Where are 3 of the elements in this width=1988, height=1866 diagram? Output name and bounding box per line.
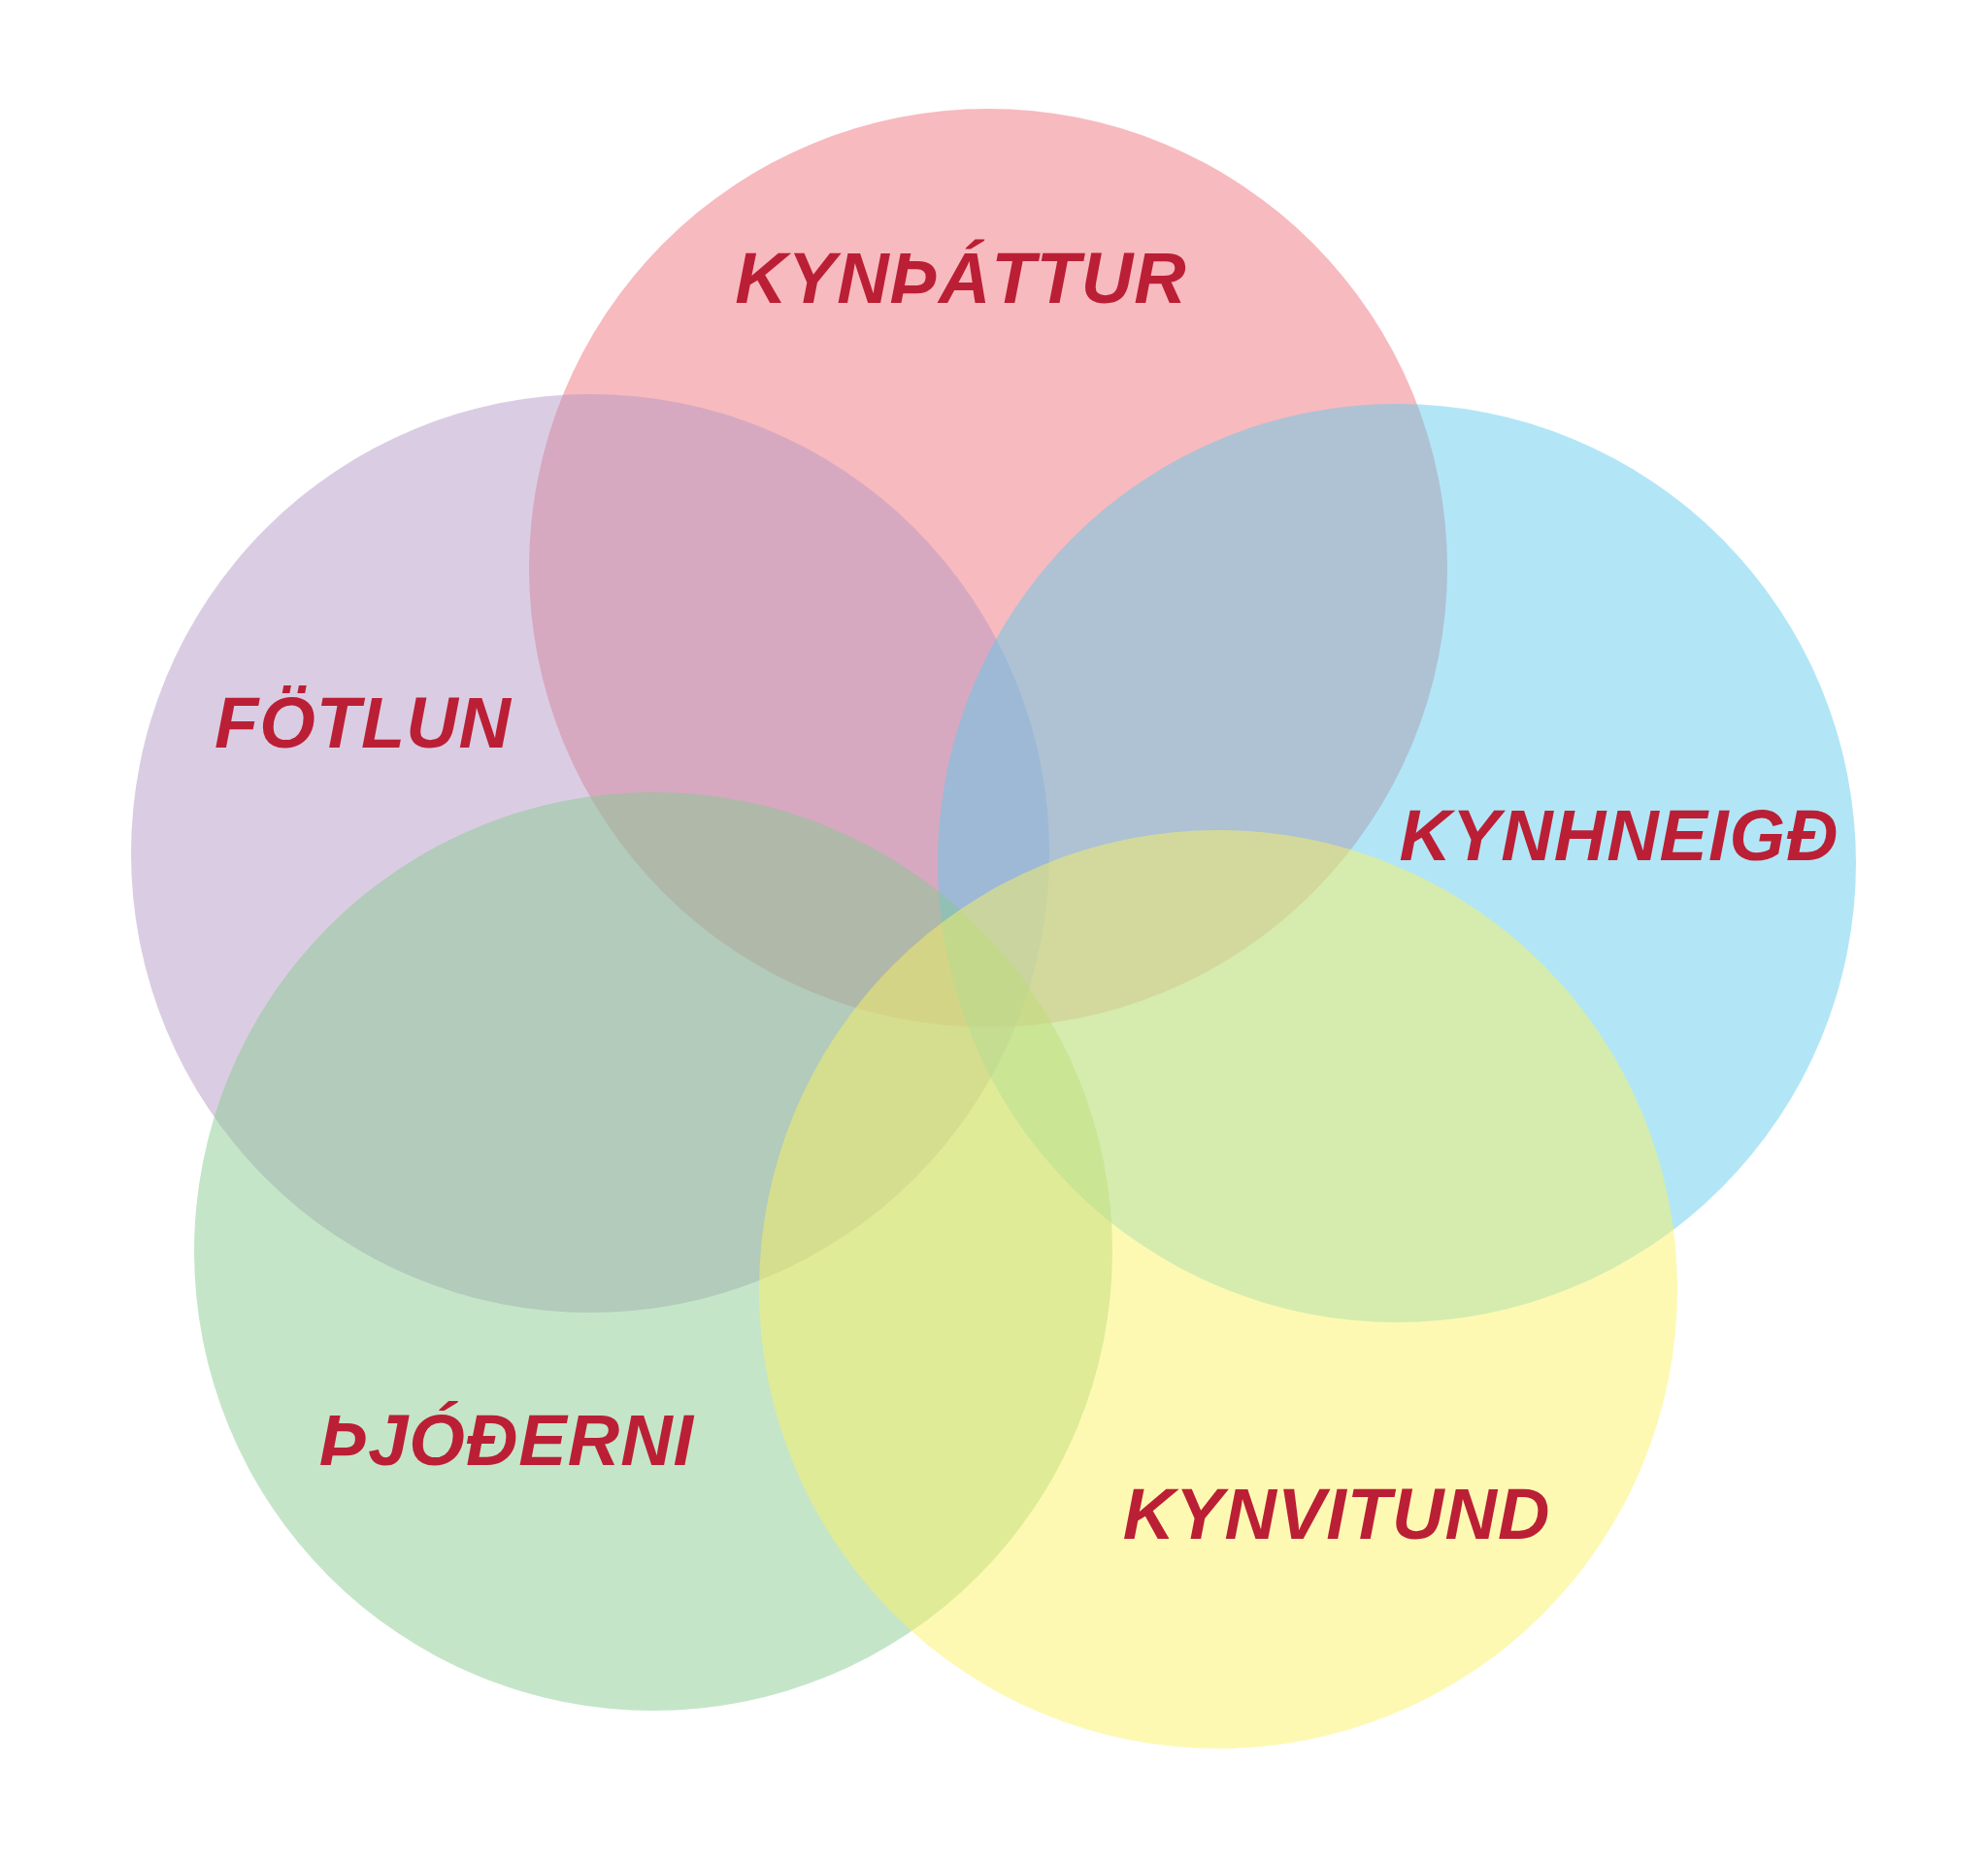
category-label: KYNVITUND (1122, 1479, 1551, 1550)
category-label: KYNHNEIGÐ (1399, 800, 1839, 872)
category-label: FÖTLUN (215, 687, 512, 759)
